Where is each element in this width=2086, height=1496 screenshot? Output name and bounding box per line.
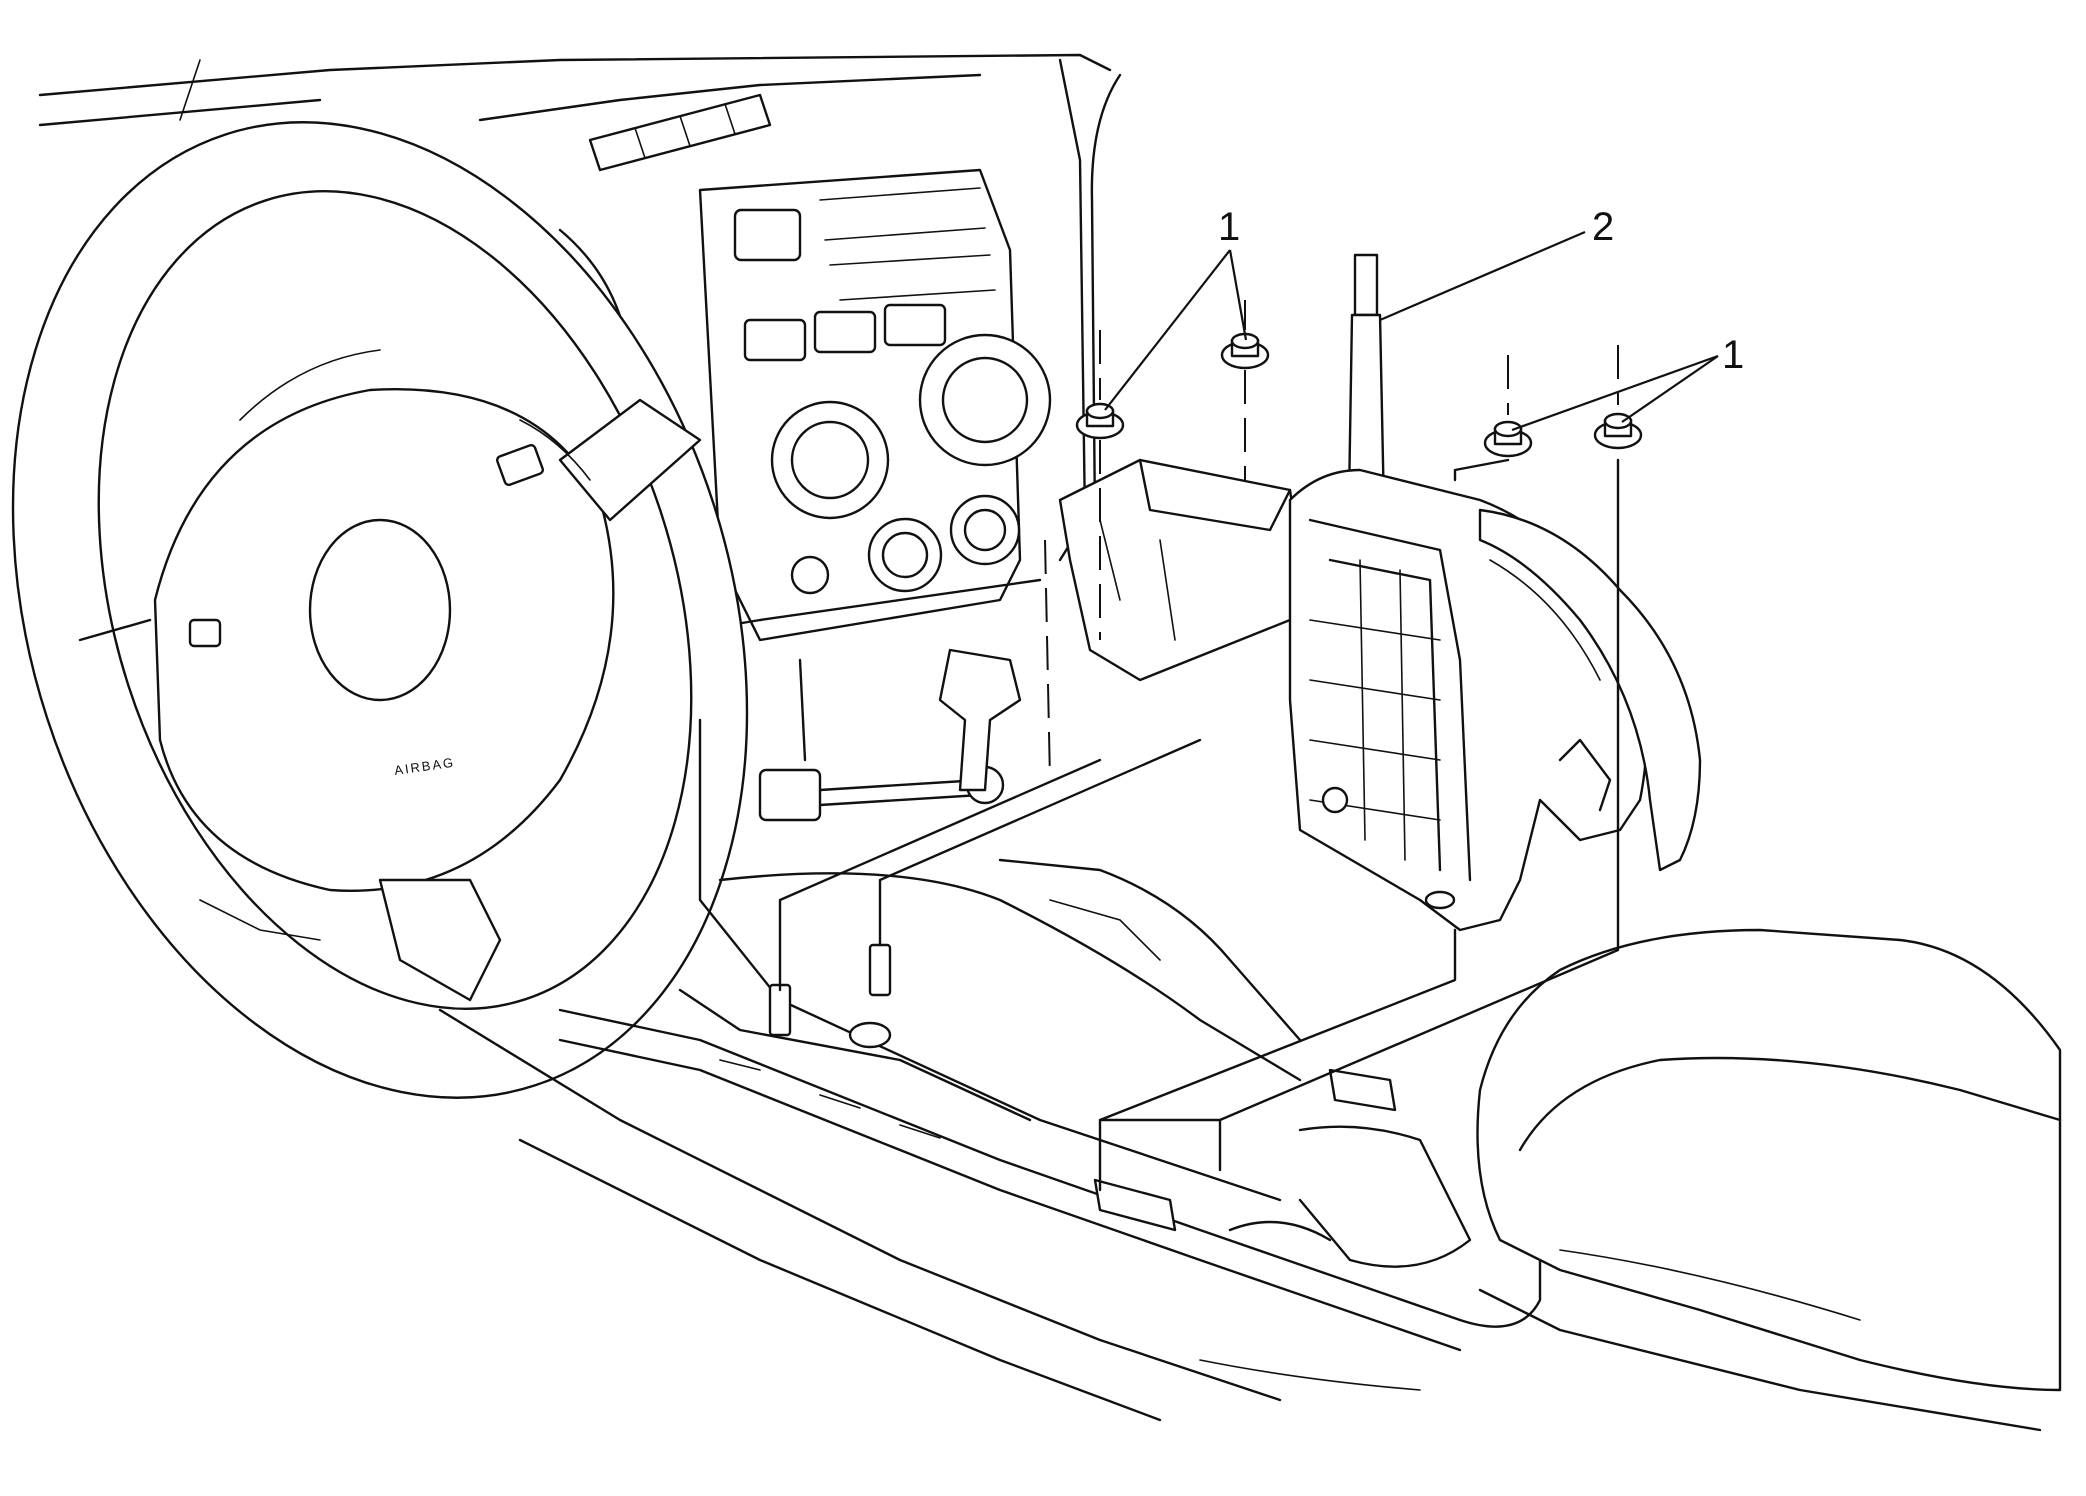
console-switch bbox=[1328, 1068, 1397, 1112]
stud bbox=[868, 943, 892, 997]
cable-connector bbox=[758, 768, 822, 822]
callout-label: 1 bbox=[1218, 205, 1240, 249]
floor-console bbox=[438, 928, 2062, 1432]
floor-tunnel bbox=[678, 648, 1302, 1202]
mount-hole bbox=[1321, 786, 1349, 814]
radio-button bbox=[813, 310, 877, 354]
nut-icon bbox=[1075, 402, 1125, 440]
steering-wheel: AIRBAG bbox=[11, 121, 749, 1099]
nut-icon bbox=[1483, 420, 1533, 458]
callout-2: 2 bbox=[1379, 205, 1614, 322]
radio-button bbox=[743, 318, 807, 362]
alignment-lines bbox=[778, 300, 1620, 1192]
shifter-bracket bbox=[1058, 253, 1702, 932]
tunnel-grommet bbox=[848, 1021, 892, 1049]
callout-1-right: 1 bbox=[1511, 333, 1744, 432]
climate-button bbox=[790, 555, 830, 595]
horn-pad bbox=[308, 518, 452, 702]
shift-cable-bracket bbox=[938, 648, 1022, 792]
rear-trim-panel bbox=[1478, 508, 1702, 872]
callout-label: 2 bbox=[1592, 205, 1614, 249]
radio-button bbox=[883, 303, 947, 347]
callout-label: 1 bbox=[1722, 333, 1744, 377]
shift-lever-tip bbox=[1353, 253, 1379, 317]
callout-1-top: 1 bbox=[1104, 205, 1248, 411]
nut-icon bbox=[1593, 412, 1643, 450]
stud bbox=[768, 983, 792, 1037]
instrument-panel bbox=[38, 53, 1132, 762]
radio-display bbox=[733, 208, 802, 262]
front-console-section bbox=[1058, 458, 1302, 682]
armrest bbox=[1476, 928, 2062, 1392]
console-switch bbox=[1093, 1178, 1177, 1232]
